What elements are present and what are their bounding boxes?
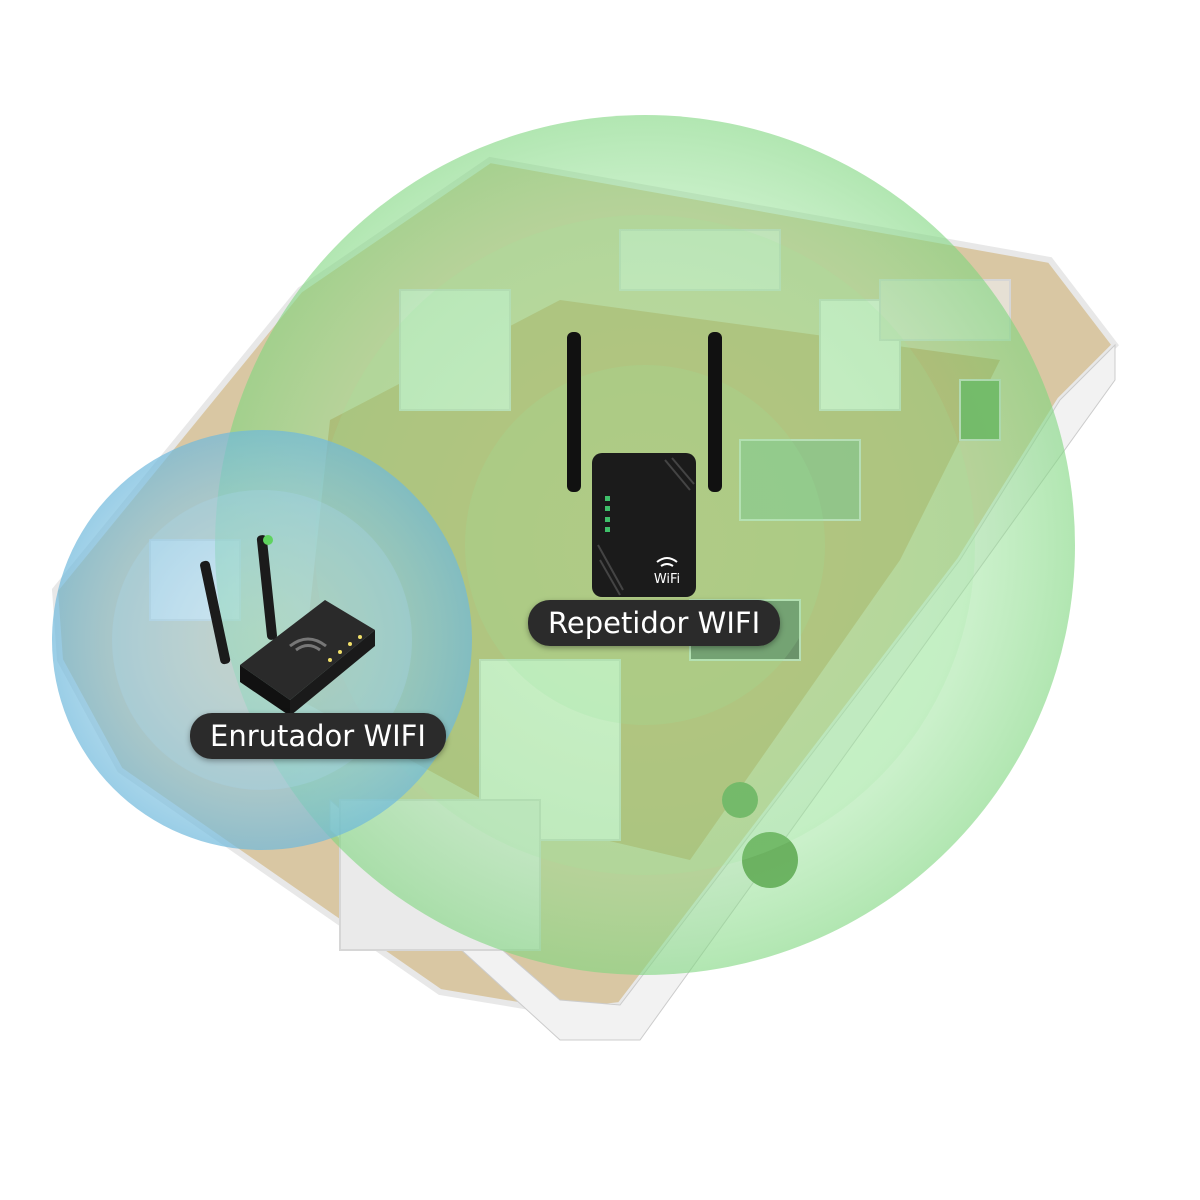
router-label: Enrutador WIFI [190, 713, 446, 759]
router-icon [200, 535, 375, 716]
repeater-wifi-logo: WiFi [654, 572, 680, 587]
repeater-label: Repetidor WIFI [528, 600, 781, 646]
repeater-icon: WiFi [567, 332, 722, 597]
wifi-icon [656, 557, 678, 567]
